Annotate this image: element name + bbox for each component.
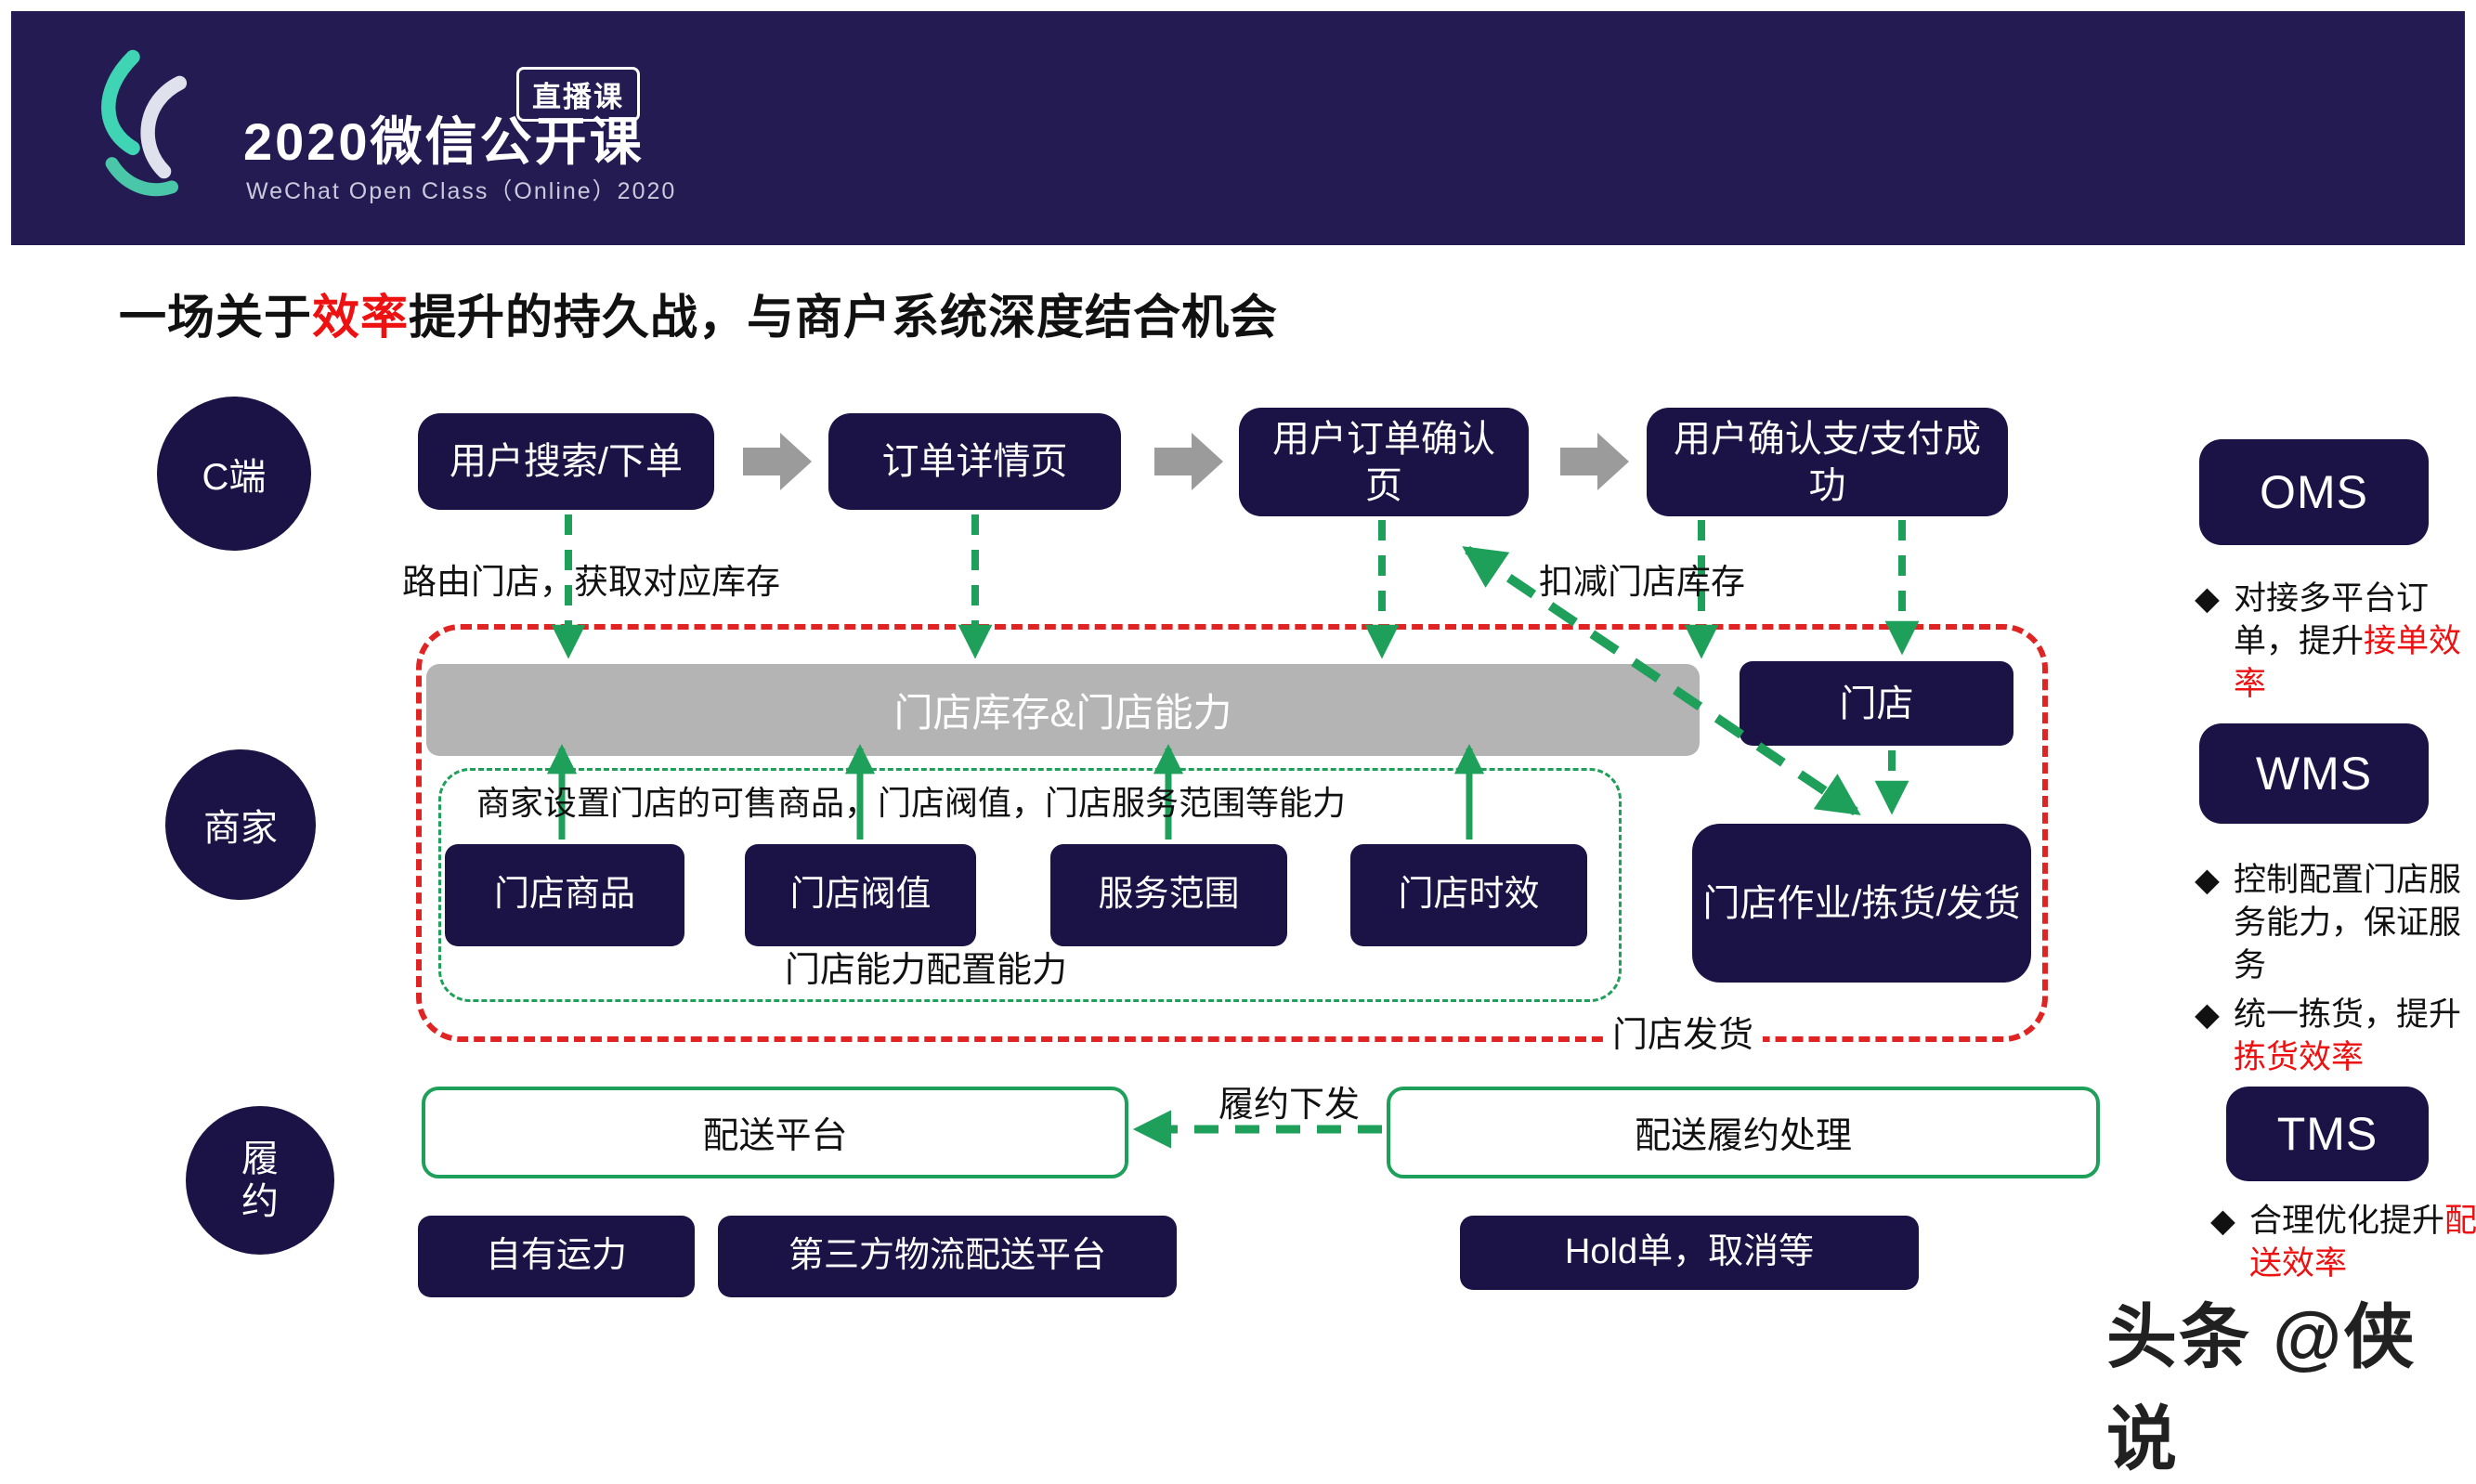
oms-bullet-1: ◆ 对接多平台订单，提升接单效率 (2195, 578, 2468, 707)
step-arrow-right-icon (1154, 433, 1223, 490)
bullet-diamond-icon: ◆ (2195, 996, 2220, 1033)
page-title-pre: 一场关于 (119, 291, 313, 344)
label-store-shipping: 门店发货 (1603, 1006, 1764, 1057)
wms-box: WMS (2199, 723, 2429, 824)
page-title-post: 提升的持久战，与商户系统深度结合机会 (409, 291, 1279, 344)
header-bar: 直播课 2020微信公开课 WeChat Open Class（Online）2… (11, 11, 2465, 245)
wechat-open-class-logo-icon (101, 49, 188, 197)
bullet-diamond-icon: ◆ (2195, 862, 2220, 898)
tms-bullet-1-text: 合理优化提升 (2249, 1203, 2445, 1239)
oms-bullet-1-accent: 接单效率 (2234, 623, 2462, 703)
lane-circle-fulfillment: 履约 (186, 1106, 334, 1255)
oms-bullet-1-text: 对接多平台订单，提升 (2234, 580, 2430, 660)
tms-box: TMS (2226, 1087, 2429, 1181)
oms-bullets: ◆ 对接多平台订单，提升接单效率 (2195, 578, 2468, 712)
event-subtitle: WeChat Open Class（Online）2020 (246, 178, 677, 204)
lane-circle-fulfillment-label: 履约 (241, 1139, 279, 1222)
tms-bullet-1-accent: 配送效率 (2249, 1203, 2476, 1282)
label-merchant-setup-note: 商家设置门店的可售商品，门店阀值，门店服务范围等能力 (476, 784, 1347, 822)
wms-bullet-1-text: 控制配置门店服务能力，保证服务 (2234, 862, 2462, 984)
bullet-diamond-icon: ◆ (2195, 580, 2220, 617)
flow-box-payment-success: 用户确认支/支付成功 (1647, 408, 2008, 516)
store-capability-group (438, 768, 1622, 1002)
wms-bullet-2-text: 统一拣货，提升 (2234, 996, 2462, 1033)
flow-box-order-detail-page: 订单详情页 (828, 413, 1121, 510)
wms-bullet-1: ◆ 控制配置门店服务能力，保证服务 (2195, 859, 2468, 988)
oms-box: OMS (2199, 439, 2429, 545)
label-fulfillment-dispatch: 履约下发 (1218, 1086, 1361, 1125)
slide: 直播课 2020微信公开课 WeChat Open Class（Online）2… (11, 11, 2476, 1479)
lane-circle-merchant: 商家 (165, 749, 316, 900)
flow-box-order-confirm-page-label: 用户订单确认页 (1272, 418, 1495, 506)
merchant-system-boundary (416, 624, 2048, 1042)
hold-cancel-box: Hold单，取消等 (1460, 1216, 1919, 1290)
live-class-badge: 直播课 (516, 67, 640, 122)
flow-box-payment-success-label: 用户确认支/支付成功 (1673, 418, 1982, 506)
store-box: 门店 (1740, 661, 2013, 746)
watermark: 头条 @侠说 (2106, 1298, 2417, 1479)
page-title: 一场关于效率提升的持久战，与商户系统深度结合机会 (119, 279, 1278, 347)
tms-bullet-1: ◆ 合理优化提升配送效率 (2210, 1200, 2476, 1285)
wms-bullets: ◆ 控制配置门店服务能力，保证服务 ◆ 统一拣货，提升拣货效率 (2195, 859, 2468, 1085)
event-title: 2020微信公开课 (243, 112, 645, 171)
flow-box-order-confirm-page: 用户订单确认页 (1239, 408, 1529, 516)
third-party-logistics-box: 第三方物流配送平台 (718, 1216, 1177, 1297)
wms-bullet-2: ◆ 统一拣货，提升拣货效率 (2195, 994, 2468, 1079)
store-inventory-capability-bar: 门店库存&门店能力 (426, 664, 1700, 756)
own-capacity-box: 自有运力 (418, 1216, 695, 1297)
flow-box-user-search-order: 用户搜索/下单 (418, 413, 714, 510)
capability-box-store-goods: 门店商品 (445, 844, 684, 946)
step-arrow-right-icon (743, 433, 812, 490)
store-operations-box: 门店作业/拣货/发货 (1692, 824, 2031, 983)
tms-bullets: ◆ 合理优化提升配送效率 (2210, 1200, 2476, 1291)
lane-circle-c-side: C端 (157, 397, 311, 551)
wms-bullet-2-accent: 拣货效率 (2234, 1038, 2365, 1075)
step-arrow-right-icon (1560, 433, 1629, 490)
bullet-diamond-icon: ◆ (2210, 1203, 2235, 1239)
label-route-store-inventory: 路由门店，获取对应库存 (402, 563, 780, 601)
label-deduct-store-inventory: 扣减门店库存 (1539, 563, 1745, 601)
capability-box-store-sla: 门店时效 (1350, 844, 1587, 946)
delivery-fulfillment-box: 配送履约处理 (1387, 1087, 2100, 1178)
delivery-platform-box: 配送平台 (422, 1087, 1128, 1178)
capability-box-service-range: 服务范围 (1050, 844, 1287, 946)
capability-box-store-threshold: 门店阀值 (745, 844, 976, 946)
store-operations-label: 门店作业/拣货/发货 (1702, 882, 2021, 924)
page-title-accent: 效率 (312, 291, 410, 344)
label-store-capability-config: 门店能力配置能力 (785, 951, 1068, 990)
